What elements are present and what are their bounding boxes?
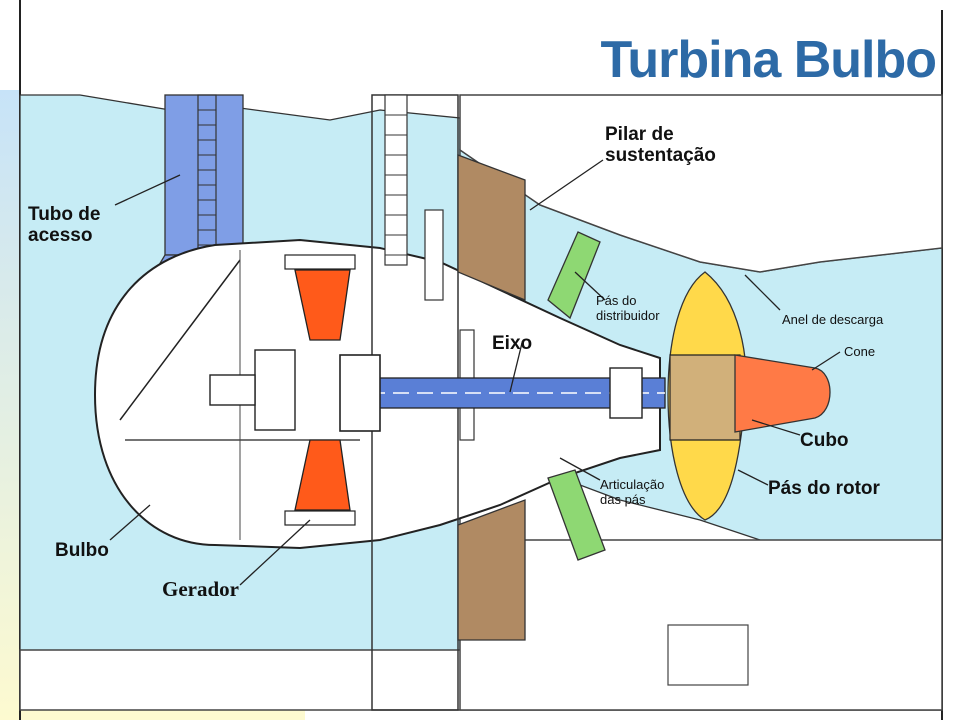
label-anel-de-descarga: Anel de descarga [782,312,884,327]
support-pillar-lower [457,499,526,641]
label-gerador: Gerador [162,577,239,601]
access-tube [164,94,244,256]
generator-lower [294,439,351,511]
generator-upper [294,269,351,341]
label-pas-do-distribuidor: Pás do distribuidor [596,293,660,323]
label-bulbo: Bulbo [55,540,109,561]
label-cone: Cone [844,344,876,359]
label-articulacao-das-pas: Articulação das pás [600,477,665,507]
discharge-cone [734,354,831,433]
left-gradient-strip [0,90,20,720]
label-cubo: Cubo [800,430,849,451]
label-tubo-de-acesso: Tubo de acesso [28,204,101,247]
label-pas-do-rotor: Pás do rotor [768,478,880,499]
distributor-blade-lower [547,469,606,561]
label-eixo: Eixo [492,333,533,354]
label-pilar-de-sustentacao: Pilar de sustentação [605,124,716,167]
support-pillar-upper [457,154,526,301]
distributor-blade-upper [547,231,601,320]
rotor-hub [669,354,741,441]
page-title: Turbina Bulbo [600,31,937,89]
